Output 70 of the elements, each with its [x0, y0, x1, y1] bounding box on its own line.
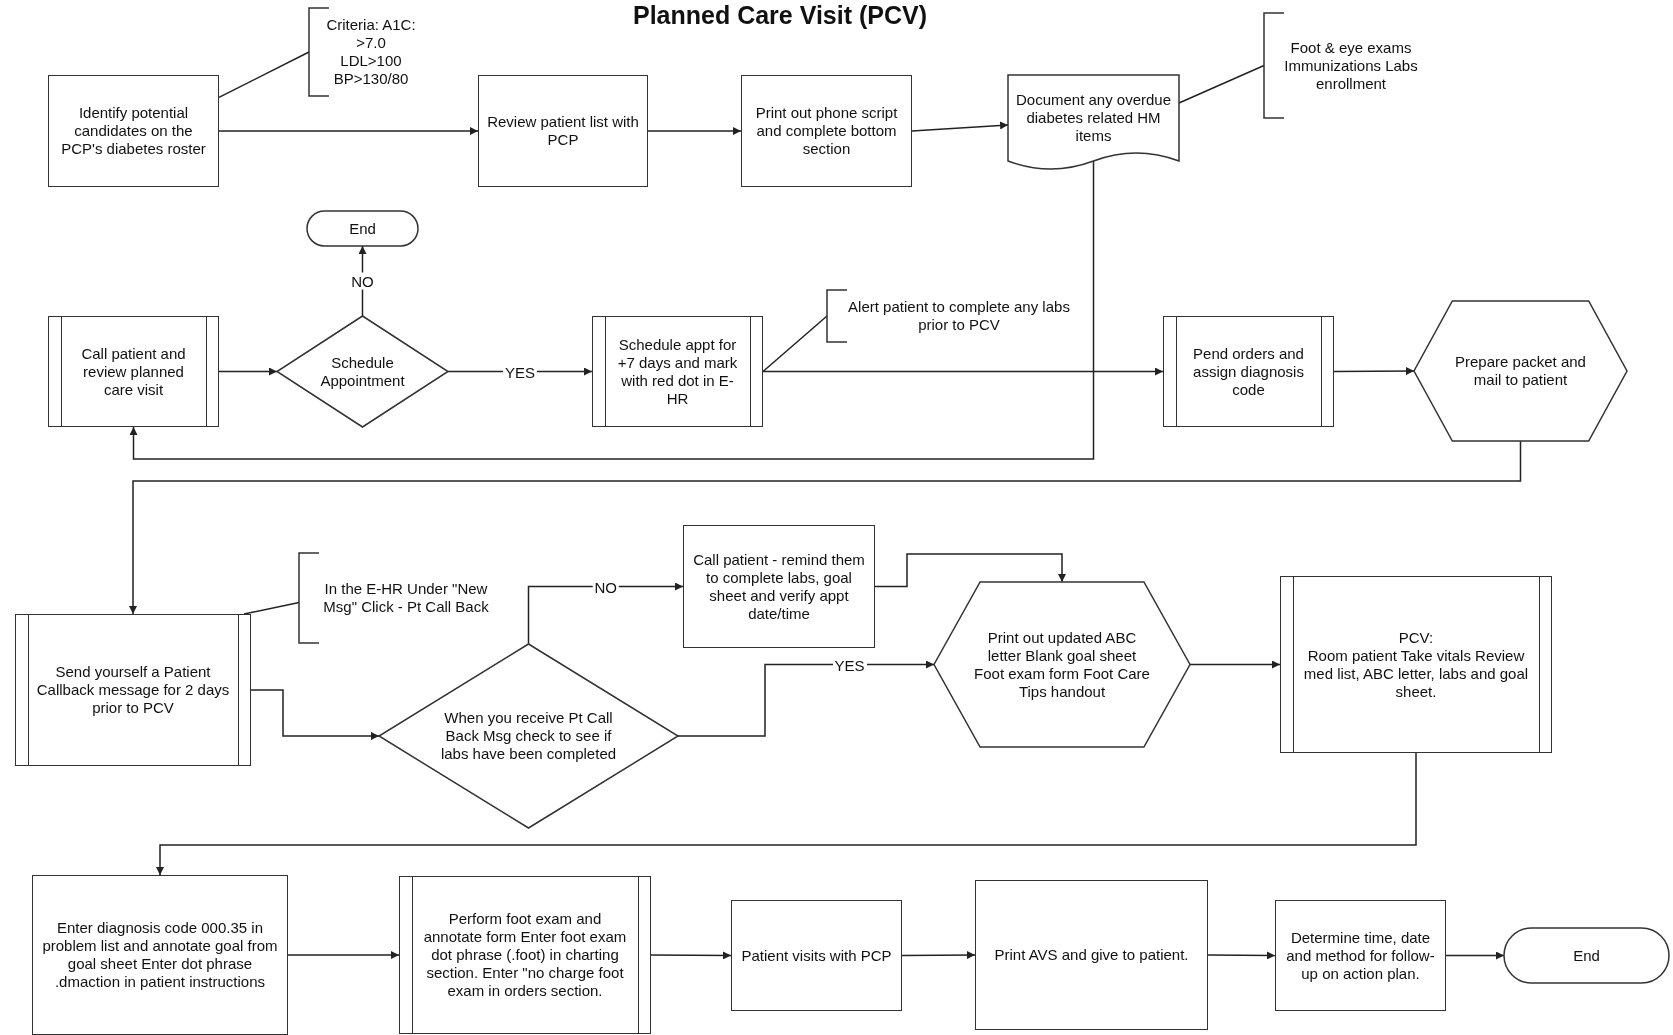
node-text: Print AVS and give to patient. — [994, 946, 1189, 964]
arrow — [650, 951, 732, 960]
process-box — [731, 900, 902, 1011]
node-text: PCV: — [1398, 628, 1434, 647]
arrow — [1333, 367, 1415, 376]
subprocess-box — [399, 876, 651, 1034]
leader-line — [243, 601, 300, 615]
subprocess-box — [1163, 316, 1334, 427]
arrow — [287, 951, 400, 959]
annotation-text: Alert patient to complete any labs prior to PCV — [847, 298, 1071, 334]
leader-line — [762, 315, 828, 373]
node-text: Call patient - remind them to complete labs, goal sheet and verify appt date/time — [692, 550, 866, 623]
preparation-hexagon — [934, 582, 1190, 747]
node-text: Perform foot exam and annotate form Enter foot exam dot phrase (.foot) in charting section. Enter "no charge foot exam in orders section. — [422, 910, 628, 1000]
preparation-hexagon — [1414, 301, 1627, 441]
arrow — [762, 367, 1164, 376]
process-box — [1275, 900, 1446, 1011]
decision-diamond — [379, 644, 678, 828]
arrow — [156, 752, 1417, 876]
annotation-text: Criteria: A1C: >7.0 LDL>100 BP>130/80 — [325, 16, 417, 88]
process-box — [683, 525, 875, 648]
arrow — [218, 367, 278, 376]
annotation-text: Foot & eye exams Immunizations Labs enrollment — [1283, 38, 1419, 93]
arrow — [647, 127, 742, 135]
arrow — [129, 440, 1522, 615]
node-text: Determine time, date and method for follow-up on action plan. — [1285, 928, 1436, 983]
process-box — [48, 75, 219, 187]
arrow — [901, 951, 976, 960]
terminator — [1504, 928, 1669, 983]
arrow — [527, 582, 684, 645]
process-box — [975, 880, 1208, 1030]
subprocess-box — [1280, 576, 1552, 753]
leader-line — [218, 51, 310, 99]
arrow — [218, 127, 479, 135]
node-text: Document any overdue diabetes related HM items — [1014, 91, 1173, 145]
process-box — [32, 875, 288, 1035]
node-text: Schedule Appointment — [319, 353, 406, 390]
arrow — [874, 553, 1066, 588]
node-text: Print out phone script and complete bottom section — [754, 104, 899, 158]
arrow — [911, 121, 1009, 132]
node-text: Room patient Take vitals Review med list, ABC letter, labs and goal sheet. — [1302, 646, 1530, 701]
subprocess-box — [48, 316, 219, 427]
subprocess-box — [15, 614, 251, 766]
arrow — [250, 689, 380, 740]
decision-diamond — [277, 316, 448, 427]
node-text: Identify potential candidates on the PCP's diabetes roster — [60, 104, 207, 158]
arrow — [1445, 951, 1505, 960]
arrow — [129, 160, 1095, 460]
node-text: Prepare packet and mail to patient — [1454, 353, 1587, 389]
arrow — [1207, 951, 1276, 960]
node-text: End — [1573, 946, 1600, 965]
node-text: Enter diagnosis code 000.35 in problem list and annotate goal from goal sheet Enter dot phrase .dmaction in patient instructions — [41, 919, 279, 991]
node-text: Call patient and review planned care visit — [80, 344, 187, 399]
node-text: End — [349, 219, 376, 238]
process-box — [741, 75, 912, 187]
node-text: Print out updated ABC letter Blank goal sheet Foot exam form Foot Care Tips handout — [973, 628, 1151, 701]
node-text: Patient visits with PCP — [741, 946, 892, 965]
node-text: When you receive Pt Call Back Msg check to see if labs have been completed — [439, 709, 618, 763]
arrow — [1189, 660, 1281, 669]
annotation-text: In the E-HR Under "New Msg" Click - Pt Call Back — [322, 580, 490, 616]
node-text: Pend orders and assign diagnosis code — [1192, 344, 1305, 399]
diagram-title: Planned Care Visit (PCV) — [631, 0, 929, 30]
process-box — [478, 75, 648, 187]
node-text: Schedule appt for +7 days and mark with red dot in E-HR — [616, 335, 739, 408]
node-text: Send yourself a Patient Callback message for 2 days prior to PCV — [35, 663, 231, 717]
arrow — [677, 660, 935, 737]
node-text: Review patient list with PCP — [486, 113, 640, 149]
edge-label: NO — [349, 272, 376, 290]
terminator — [307, 211, 418, 246]
subprocess-box — [592, 316, 763, 427]
